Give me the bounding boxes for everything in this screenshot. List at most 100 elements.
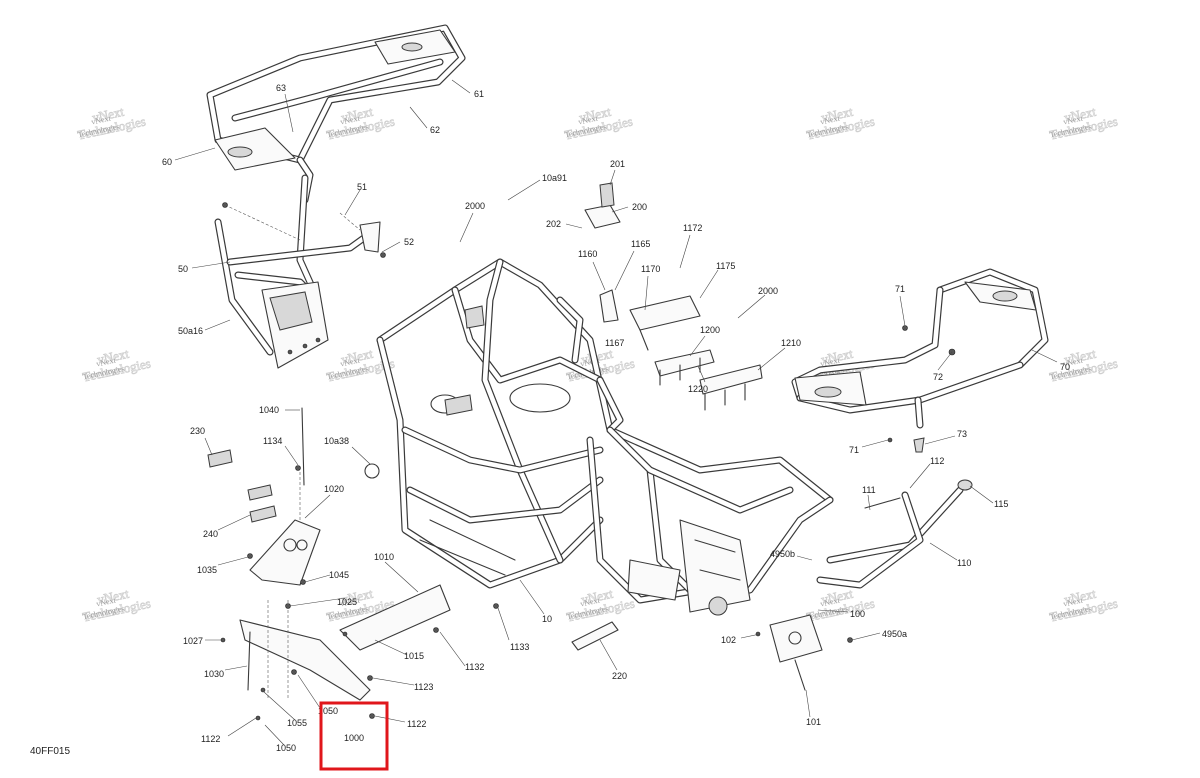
svg-text:vNext: vNext	[339, 113, 361, 126]
callout-1160[interactable]: 1160	[578, 249, 597, 259]
callout-1045[interactable]: 1045	[329, 570, 349, 580]
callout-1055[interactable]: 1055	[287, 718, 307, 728]
callout-102[interactable]: 102	[721, 635, 736, 645]
callout-1172[interactable]: 1172	[683, 223, 702, 233]
callout-115[interactable]: 115	[994, 499, 1008, 509]
callout-1050-upper[interactable]: 1050	[318, 706, 338, 716]
callout-201[interactable]: 201	[610, 159, 625, 169]
callout-1210[interactable]: 1210	[781, 338, 801, 348]
svg-text:vNext: vNext	[91, 104, 126, 125]
callout-1010[interactable]: 1010	[374, 552, 394, 562]
callout-1027[interactable]: 1027	[183, 636, 203, 646]
callout-71-lower[interactable]: 71	[849, 445, 859, 455]
watermark: vNext Technologies vNext Technologies	[325, 103, 396, 142]
callout-71-upper[interactable]: 71	[895, 284, 905, 294]
callout-61[interactable]: 61	[474, 89, 484, 99]
callout-73[interactable]: 73	[957, 429, 967, 439]
svg-text:vNext: vNext	[1062, 113, 1084, 126]
svg-text:vNext: vNext	[1063, 586, 1098, 607]
callout-1025[interactable]: 1025	[337, 597, 357, 607]
leader-lines	[174, 79, 1058, 746]
callout-1015[interactable]: 1015	[404, 651, 424, 661]
callout-60[interactable]: 60	[162, 157, 172, 167]
main-frame-part[interactable]	[376, 258, 834, 616]
rear-bracket-part[interactable]	[584, 182, 763, 411]
watermark: vNext Technologies vNext Technologies	[1048, 345, 1119, 384]
callout-1175[interactable]: 1175	[716, 261, 735, 271]
svg-text:vNext: vNext	[580, 586, 615, 607]
callout-1020[interactable]: 1020	[324, 484, 344, 494]
callout-10a38[interactable]: 10a38	[324, 436, 349, 446]
diagram-id: 40FF015	[30, 746, 70, 757]
callout-1133[interactable]: 1133	[510, 642, 529, 652]
callout-4950a[interactable]: 4950a	[882, 629, 907, 639]
callout-50[interactable]: 50	[178, 264, 188, 274]
callout-1167[interactable]: 1167	[605, 338, 624, 348]
callout-2000-rear[interactable]: 2000	[758, 286, 778, 296]
callout-63[interactable]: 63	[276, 83, 286, 93]
callout-100[interactable]: 100	[850, 609, 865, 619]
callout-1134[interactable]: 1134	[263, 436, 282, 446]
callout-220[interactable]: 220	[612, 671, 627, 681]
callout-1220[interactable]: 1220	[688, 384, 708, 394]
svg-text:vNext: vNext	[820, 346, 855, 367]
callout-70[interactable]: 70	[1060, 362, 1070, 372]
callout-240[interactable]: 240	[203, 529, 218, 539]
svg-text:vNext: vNext	[339, 595, 361, 608]
callout-72[interactable]: 72	[933, 372, 943, 382]
watermark: vNext Technologies vNext Technologies	[1048, 585, 1119, 624]
callout-1035[interactable]: 1035	[197, 565, 217, 575]
svg-text:vNext: vNext	[820, 104, 855, 125]
svg-text:vNext: vNext	[1063, 346, 1098, 367]
callout-50a16[interactable]: 50a16	[178, 326, 203, 336]
callout-1000[interactable]: 1000	[344, 733, 364, 743]
svg-text:vNext: vNext	[1063, 104, 1098, 125]
svg-text:vNext: vNext	[340, 586, 375, 607]
callout-200[interactable]: 200	[632, 202, 647, 212]
callout-51[interactable]: 51	[357, 182, 367, 192]
svg-text:vNext: vNext	[95, 595, 117, 608]
highlight-box	[319, 701, 389, 771]
front-rack-part[interactable]	[206, 24, 466, 204]
callout-1200[interactable]: 1200	[700, 325, 720, 335]
callout-62[interactable]: 62	[430, 125, 440, 135]
rear-rack-part[interactable]	[791, 268, 1049, 453]
callout-1122-right[interactable]: 1122	[407, 719, 426, 729]
svg-text:vNext: vNext	[577, 113, 599, 126]
callout-230[interactable]: 230	[190, 426, 205, 436]
skid-plate-part[interactable]	[207, 407, 619, 721]
callout-111[interactable]: 111	[862, 485, 876, 495]
svg-text:vNext: vNext	[340, 104, 375, 125]
callout-1122-left[interactable]: 1122	[201, 734, 220, 744]
callout-1050-lower[interactable]: 1050	[276, 743, 296, 753]
callout-52[interactable]: 52	[404, 237, 414, 247]
svg-text:vNext: vNext	[96, 586, 131, 607]
callout-1040[interactable]: 1040	[259, 405, 279, 415]
svg-text:vNext: vNext	[1062, 355, 1084, 368]
svg-text:vNext: vNext	[1062, 595, 1084, 608]
svg-text:vNext: vNext	[819, 113, 841, 126]
callout-1132[interactable]: 1132	[465, 662, 484, 672]
callout-4950b[interactable]: 4950b	[770, 549, 795, 559]
callout-1030[interactable]: 1030	[204, 669, 224, 679]
rear-arm-part[interactable]	[755, 479, 973, 691]
front-bumper-part[interactable]	[214, 174, 386, 369]
svg-text:vNext: vNext	[95, 355, 117, 368]
callout-112[interactable]: 112	[930, 456, 944, 466]
watermark: vNext Technologies vNext Technologies	[563, 103, 634, 142]
callout-202[interactable]: 202	[546, 219, 561, 229]
callout-1165[interactable]: 1165	[631, 239, 650, 249]
callout-2000-front[interactable]: 2000	[465, 201, 485, 211]
callout-1170[interactable]: 1170	[641, 264, 660, 274]
svg-text:vNext: vNext	[578, 104, 613, 125]
callout-101[interactable]: 101	[806, 717, 821, 727]
callout-1123[interactable]: 1123	[414, 682, 433, 692]
watermark: vNext Technologies vNext Technologies	[81, 345, 152, 384]
callout-10[interactable]: 10	[542, 614, 552, 624]
svg-text:vNext: vNext	[96, 346, 131, 367]
watermark: vNext Technologies vNext Technologies	[805, 103, 876, 142]
callout-10a91[interactable]: 10a91	[542, 173, 567, 183]
callout-labels: 60 63 61 62 51 52 50 50a16 2000 10a91 20…	[162, 83, 1070, 753]
callout-110[interactable]: 110	[957, 558, 971, 568]
